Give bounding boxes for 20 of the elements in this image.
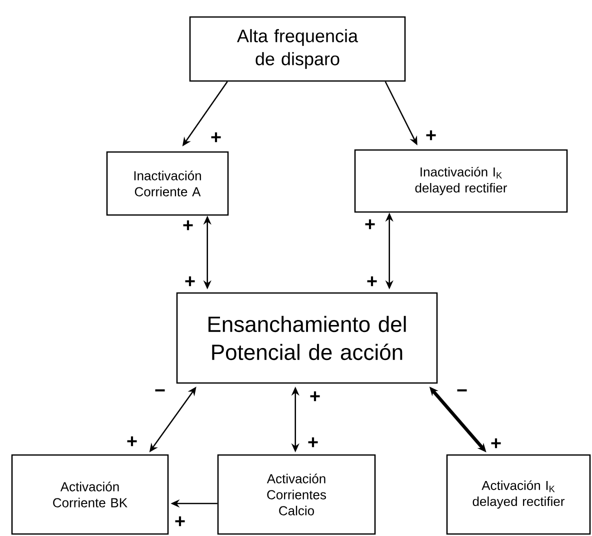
process-box: Alta frequencia de disparo bbox=[189, 16, 406, 82]
sign-label: + bbox=[211, 132, 221, 142]
sign-label: − bbox=[457, 389, 467, 392]
process-box: Activación Corriente BK bbox=[11, 454, 169, 535]
sign-label: + bbox=[365, 219, 375, 230]
sign-label: + bbox=[175, 516, 185, 526]
sign-label: + bbox=[367, 276, 377, 286]
sign-label: + bbox=[183, 220, 193, 230]
sign-label: + bbox=[310, 391, 320, 402]
sign-label: + bbox=[426, 130, 436, 140]
process-box: Activación I$_{K}$ delayed rectifier bbox=[446, 454, 591, 535]
sign-label: − bbox=[155, 389, 165, 392]
sign-label: + bbox=[308, 437, 318, 448]
sign-label: + bbox=[491, 438, 501, 448]
sign-label: + bbox=[185, 276, 195, 286]
sign-label: + bbox=[127, 436, 137, 446]
process-box: Activación Corrientes Calcio bbox=[217, 454, 376, 535]
process-box: Ensanchamiento del Potencial de acción bbox=[176, 292, 438, 384]
process-box: Inactivación Corriente A bbox=[106, 151, 229, 216]
process-box: Inactivación I$_{K}$ delayed rectifier bbox=[354, 149, 568, 213]
